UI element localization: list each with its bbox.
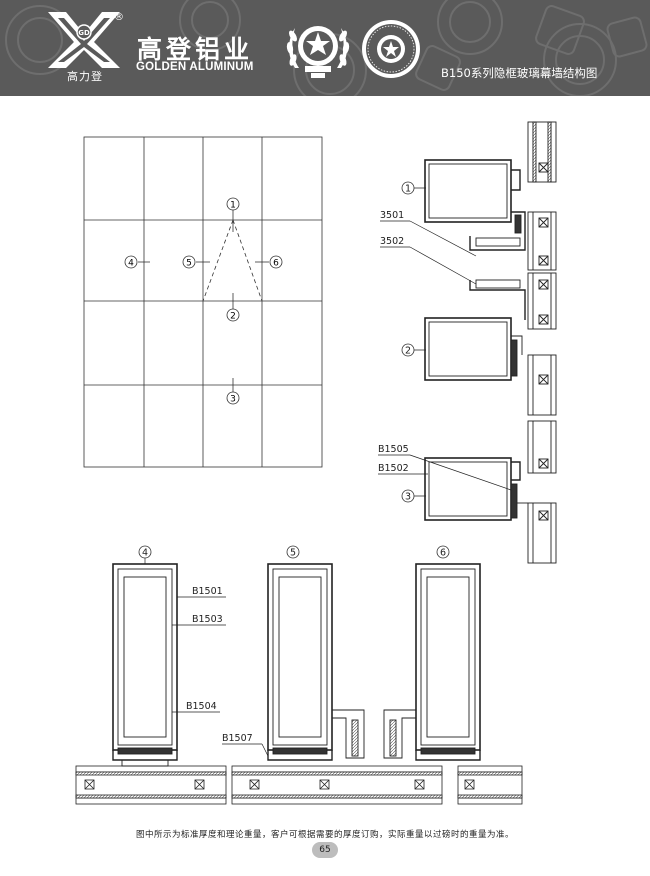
part-label-3502: 3502 <box>380 236 404 247</box>
section-marker: 4 <box>128 259 134 269</box>
glass-panel-mid1 <box>527 211 557 271</box>
section-marker: 3 <box>405 492 411 503</box>
page-header: GD ® 高力登 高登铝业 GOLDEN ALUMINUM B150系列隐框玻璃… <box>0 0 650 96</box>
part-label-b1503: B1503 <box>192 614 223 625</box>
brand-name-cn: 高登铝业 <box>137 35 254 64</box>
glass-panel-mid2 <box>527 272 557 330</box>
part-label-b1507: B1507 <box>222 733 253 744</box>
section-marker: 6 <box>273 259 279 269</box>
vertical-section <box>424 121 557 564</box>
logo-subtitle: 高力登 <box>67 70 103 83</box>
section-marker: 6 <box>440 548 446 559</box>
glass-panel-low <box>527 354 557 416</box>
part-label-b1504: B1504 <box>186 701 217 712</box>
section-marker: 2 <box>405 346 411 357</box>
section-marker: 2 <box>230 312 236 322</box>
part-label-b1501: B1501 <box>192 586 223 597</box>
registered-mark: ® <box>114 12 124 23</box>
glass-panel-top <box>527 121 557 183</box>
part-label-b1502: B1502 <box>378 463 409 474</box>
glass-panel-bottom2 <box>527 502 557 564</box>
svg-text:GD: GD <box>78 29 90 37</box>
section-6 <box>383 563 481 761</box>
glass-panel-bottom1 <box>527 420 557 474</box>
section-marker: 5 <box>290 548 296 559</box>
brand-name-en: GOLDEN ALUMINUM <box>136 61 254 73</box>
technical-drawing: 1 2 3 4 5 6 <box>75 121 557 805</box>
elevation-view <box>83 136 323 468</box>
bottom-glass-row <box>75 765 523 805</box>
part-label-3501: 3501 <box>380 210 404 221</box>
section-marker: 4 <box>142 548 148 559</box>
logo-mark-icon: GD <box>48 12 120 68</box>
section-marker: 1 <box>230 201 236 211</box>
header-pattern <box>5 0 648 96</box>
page-number: 65 <box>312 842 338 858</box>
footnote: 图中所示为标准厚度和理论重量，客户可根据需要的厚度订购，实际重量以过磅时的重量为… <box>135 830 514 840</box>
horizontal-section-annotations: 4 5 6 B1501 B1503 B1504 B1507 <box>138 545 450 757</box>
section-5 <box>267 563 365 761</box>
part-label-b1505: B1505 <box>378 444 409 455</box>
section-marker: 3 <box>230 395 236 405</box>
section-marker: 5 <box>186 259 192 269</box>
vertical-section-annotations: 1 3501 3502 2 B1505 B1502 3 <box>378 181 512 503</box>
certification-seal-icon <box>362 20 420 78</box>
elevation-markers: 1 2 3 4 5 6 <box>124 197 283 405</box>
section-4 <box>112 558 178 767</box>
award-emblem-icon <box>286 26 350 78</box>
section-marker: 1 <box>405 184 411 195</box>
horizontal-sections <box>75 558 523 805</box>
series-title: B150系列隐框玻璃幕墙结构图 <box>441 66 598 80</box>
